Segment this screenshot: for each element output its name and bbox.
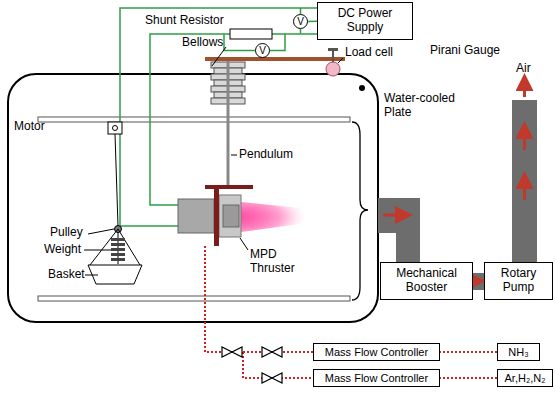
anode	[223, 205, 239, 227]
pirani-gauge	[359, 85, 365, 91]
part-label: MPD Thruster	[250, 248, 302, 276]
node-text: Ar,H₂,N₂	[505, 372, 546, 385]
gas-line	[205, 246, 313, 352]
valve	[272, 373, 282, 383]
connector	[473, 280, 484, 283]
flow-arrow	[523, 130, 526, 150]
part-label: Air	[516, 62, 531, 76]
wire	[272, 33, 320, 35]
gas-source-box: NH₃	[497, 343, 540, 361]
voltmeter-symbol: V	[255, 43, 270, 58]
booster-pump-box: Mechanical Booster	[380, 262, 473, 300]
weight-disc	[111, 243, 125, 246]
weight-disc	[111, 258, 125, 261]
rotary-pump-box: Rotary Pump	[484, 262, 553, 300]
part-label: Load cell	[345, 46, 393, 60]
part-label: Pendulum	[239, 148, 293, 162]
gas-line	[205, 246, 313, 378]
connector	[440, 351, 497, 353]
part-label: Motor	[14, 120, 45, 134]
node-text: Mechanical Booster	[381, 267, 472, 295]
exhaust-stack	[512, 100, 537, 262]
flow-arrow	[523, 180, 526, 200]
valve	[222, 347, 232, 357]
leader-line	[338, 58, 343, 63]
node-text: V	[297, 16, 304, 28]
valve	[232, 347, 242, 357]
gas-line	[243, 352, 313, 378]
weight-disc	[111, 238, 125, 241]
motor-shaft	[113, 126, 118, 131]
leader-line	[85, 275, 98, 276]
leader-line	[212, 47, 226, 66]
leader-line	[231, 155, 237, 156]
weight	[111, 238, 125, 261]
vacuum-duct	[378, 198, 420, 262]
thruster-head	[219, 195, 241, 237]
voltmeter-symbol: V	[293, 14, 308, 29]
power-supply-box: DC Power Supply	[317, 2, 413, 40]
part-label: Weight	[44, 243, 81, 257]
flow-controller-box: Mass Flow Controller	[313, 343, 440, 361]
valve	[272, 347, 282, 357]
leader-line	[84, 250, 111, 251]
meter-circle	[294, 15, 308, 29]
weight-disc	[111, 248, 125, 251]
meter-circle	[256, 44, 270, 58]
wire	[120, 8, 320, 226]
leader-line	[88, 229, 114, 234]
part-label: Pulley	[50, 226, 83, 240]
node-text: V	[259, 45, 266, 57]
node-text: NH₃	[508, 346, 528, 359]
connector	[440, 377, 497, 379]
node-text: DC Power Supply	[318, 7, 412, 35]
part-label: Water-cooled Plate	[384, 92, 462, 120]
flow-arrow	[383, 214, 404, 217]
motor	[108, 122, 122, 134]
pendulum-holder	[205, 185, 253, 189]
gas-source-box: Ar,H₂,N₂	[497, 369, 553, 387]
valve	[262, 347, 272, 357]
shunt-resistor	[230, 29, 272, 39]
thruster-body	[178, 199, 214, 233]
node-text: Mass Flow Controller	[325, 346, 428, 359]
vacuum-chamber	[8, 74, 378, 322]
flow-arrow	[523, 82, 526, 97]
part-label: Bellows	[182, 36, 223, 50]
power-wires	[120, 8, 320, 226]
wire	[300, 8, 302, 14]
load-cell	[326, 62, 340, 76]
part-label: Pirani Gauge	[430, 44, 500, 58]
pendulum-arm	[205, 57, 345, 61]
valve	[262, 373, 272, 383]
flow-controller-box: Mass Flow Controller	[313, 369, 440, 387]
screw	[332, 50, 334, 62]
string	[115, 134, 118, 226]
bracket	[352, 122, 368, 300]
cooled-plate	[38, 296, 350, 301]
leader-line	[240, 238, 248, 250]
weight-disc	[111, 253, 125, 256]
cooled-plate	[38, 117, 350, 122]
wire	[300, 29, 302, 34]
node-text: Rotary Pump	[485, 267, 552, 295]
valve	[222, 347, 282, 383]
node-text: Mass Flow Controller	[325, 372, 428, 385]
connector	[308, 21, 317, 23]
pendulum-rod	[227, 61, 230, 188]
part-label: Shunt Resistor	[145, 14, 224, 28]
screw	[328, 48, 338, 51]
part-label: Basket	[48, 268, 85, 282]
thruster-flange	[214, 188, 219, 246]
